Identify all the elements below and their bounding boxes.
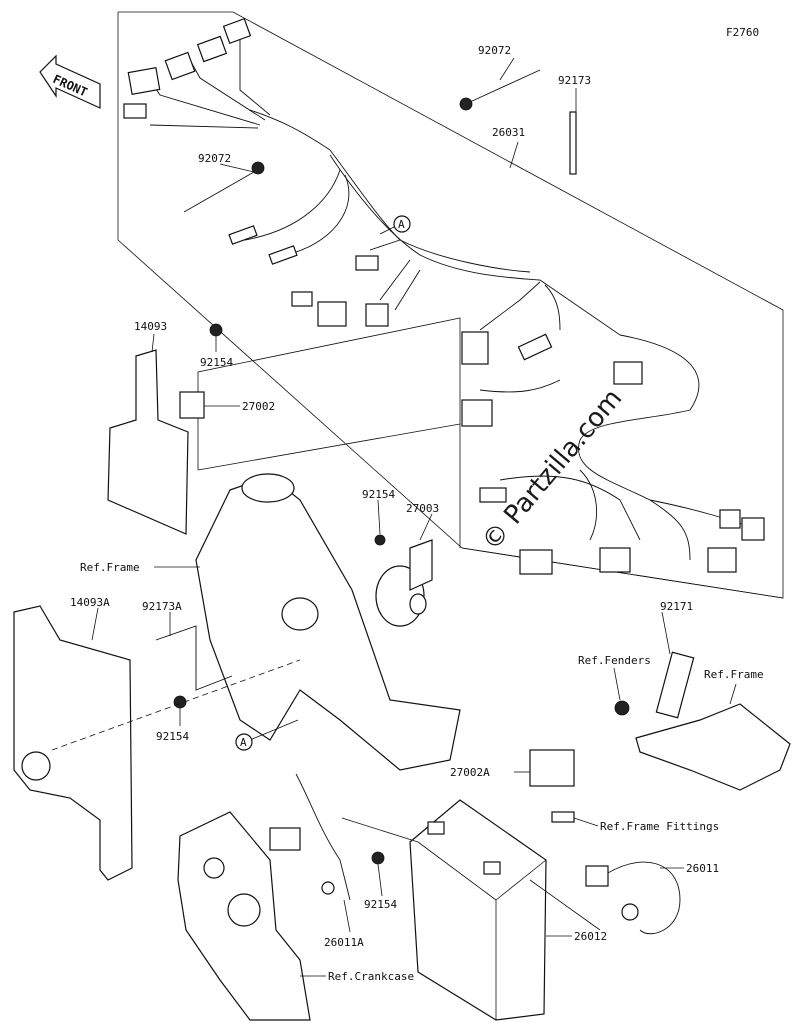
cable-26011 — [585, 861, 681, 935]
cable-26011A — [269, 773, 351, 901]
watermark: © Partzilla.com — [476, 384, 628, 557]
cable-tie-92072-top — [459, 69, 541, 111]
label-ref-crankcase: Ref.Crankcase — [328, 970, 414, 983]
label-92171: 92171 — [660, 600, 693, 613]
label-92173A: 92173A — [142, 600, 182, 613]
label-ref-frame-left: Ref.Frame — [80, 561, 140, 574]
bracket-14093A — [13, 605, 133, 881]
label-26011A: 26011A — [324, 936, 364, 949]
frame-right — [635, 703, 791, 791]
label-27002A: 27002A — [450, 766, 490, 779]
marker-a-text-top: A — [398, 218, 405, 231]
reference-marker-a-top: A — [393, 215, 411, 233]
main-wiring-harness — [149, 40, 761, 561]
reference-marker-a-bottom: A — [235, 733, 253, 751]
spring-92173A — [155, 625, 233, 691]
label-92154-a: 92154 — [200, 356, 233, 369]
relay-27002A — [529, 749, 575, 823]
front-arrow-icon: FRONT — [39, 54, 101, 109]
harness-box-outline — [117, 11, 784, 599]
label-ref-frame-fittings: Ref.Frame Fittings — [600, 820, 719, 833]
battery-26012 — [409, 799, 547, 1021]
label-ref-frame-right: Ref.Frame — [704, 668, 764, 681]
label-26012: 26012 — [574, 930, 607, 943]
label-92072-top: 92072 — [478, 44, 511, 57]
label-14093: 14093 — [134, 320, 167, 333]
harness-connectors — [123, 18, 765, 575]
relay-box-outline — [197, 317, 461, 548]
bracket-14093 — [107, 349, 189, 535]
horn-27003 — [374, 534, 433, 627]
marker-a-text-bottom: A — [240, 736, 247, 749]
label-92072-left: 92072 — [198, 152, 231, 165]
bolt-92154-a — [209, 323, 223, 337]
figure-code: F2760 — [726, 26, 759, 39]
label-ref-fenders: Ref.Fenders — [578, 654, 651, 667]
clamp-92173 — [569, 111, 577, 175]
label-92154-b: 92154 — [362, 488, 395, 501]
label-27003: 27003 — [406, 502, 439, 515]
relay-27002 — [179, 391, 205, 419]
cable-tie-92072-left — [183, 161, 265, 213]
label-92173: 92173 — [558, 74, 591, 87]
label-26031: 26031 — [492, 126, 525, 139]
frame-section — [195, 473, 461, 771]
leader-lines — [51, 57, 737, 977]
label-14093A: 14093A — [70, 596, 110, 609]
label-92154-d: 92154 — [364, 898, 397, 911]
bolt-92154-d — [371, 851, 385, 865]
label-92154-c: 92154 — [156, 730, 189, 743]
label-26011: 26011 — [686, 862, 719, 875]
crankcase-section — [177, 811, 311, 1021]
label-27002: 27002 — [242, 400, 275, 413]
clamp-92171 — [614, 651, 695, 719]
